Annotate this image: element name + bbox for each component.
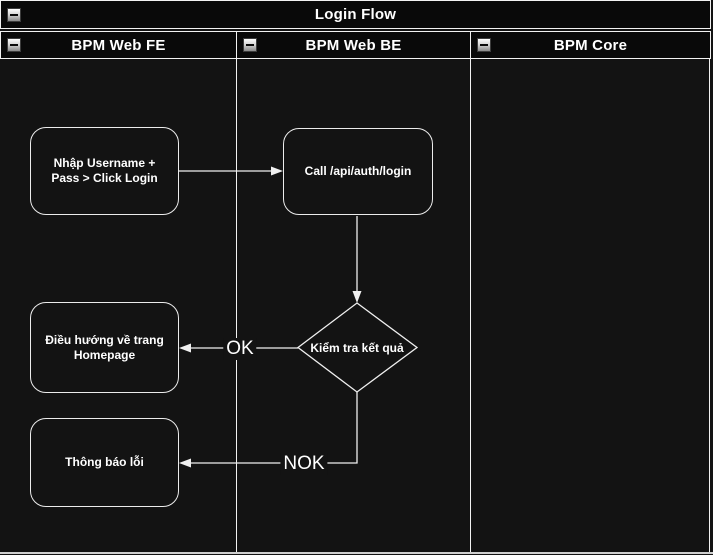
pool-bottom-border [0,552,713,554]
lane-header-bpm-web-be[interactable]: BPM Web BE [236,31,471,59]
lane-header-bpm-core[interactable]: BPM Core [470,31,711,59]
edge-label-ok[interactable]: OK [223,338,257,360]
node-error-message[interactable]: Thông báo lỗi [30,418,179,507]
lane-title: BPM Core [553,36,628,54]
lane-header-bpm-web-fe[interactable]: BPM Web FE [0,31,237,59]
node-redirect-homepage[interactable]: Điều hướng về trang Homepage [30,302,179,393]
arrowhead-left-icon [179,343,191,353]
node-label: Kiểm tra kết quả [310,341,404,355]
node-call-login-api[interactable]: Call /api/auth/login [283,128,433,215]
lane-collapse-button[interactable] [243,38,257,52]
decision-node-label[interactable]: Kiểm tra kết quả [292,334,422,362]
minus-icon [480,44,488,46]
edge-decision-nok [191,392,358,464]
edge-label-nok[interactable]: NOK [280,453,328,475]
pool-title-bar[interactable]: Login Flow [0,0,711,29]
minus-icon [10,44,18,46]
minus-icon [10,13,18,16]
pool-title: Login Flow [314,6,397,23]
node-enter-credentials[interactable]: Nhập Username + Pass > Click Login [30,127,179,215]
lane-collapse-button[interactable] [7,38,21,52]
node-label: Call /api/auth/login [304,164,412,178]
pool-right-border [709,59,710,553]
lane-title: BPM Web FE [71,36,166,54]
arrowhead-down-icon [352,291,362,303]
node-label: Nhập Username + Pass > Click Login [51,156,158,185]
lane-collapse-button[interactable] [477,38,491,52]
pool-collapse-button[interactable] [7,7,21,22]
lane-title: BPM Web BE [305,36,402,54]
lane-divider [470,59,471,553]
arrowhead-left-icon [179,458,191,468]
minus-icon [246,44,254,46]
node-label: Điều hướng về trang Homepage [45,332,164,362]
lane-divider [236,59,237,553]
arrowhead-right-icon [271,166,283,176]
node-label: Thông báo lỗi [65,455,144,469]
